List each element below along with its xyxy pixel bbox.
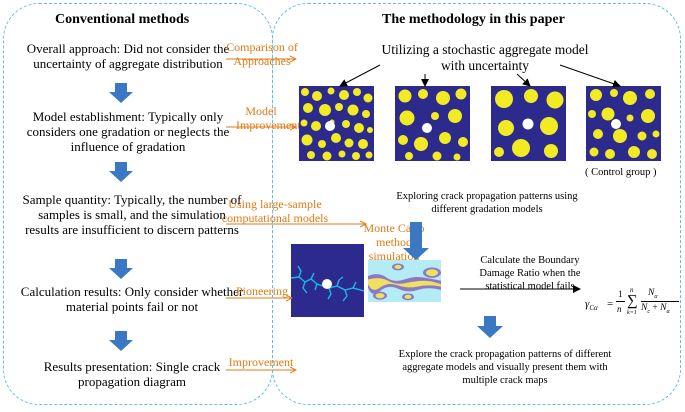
item-model-establishment: Model establishment: Typically only cons… — [26, 109, 230, 154]
link-comparison: Comparison of Approaches — [226, 40, 298, 68]
monte-carlo-image — [368, 260, 441, 302]
monte-carlo-label: Monte Carlo method simulation — [363, 221, 425, 263]
link-improvement: Improvement — [228, 355, 294, 369]
link-large-sample: Using large-sample computational models — [221, 197, 329, 225]
aggregate-model-1 — [299, 86, 374, 161]
explore-text: Explore the crack propagation patterns o… — [398, 349, 612, 386]
control-group-label: ( Control group ) — [585, 167, 657, 178]
aggregate-model-2 — [395, 86, 470, 161]
conventional-title: Conventional methods — [55, 12, 190, 27]
link-pioneering: Pioneering — [236, 284, 288, 298]
link-model-improvement: Model Improvement — [236, 104, 301, 132]
aggregate-model-3 — [491, 86, 566, 161]
down-arrows-left — [109, 83, 133, 351]
stochastic-model-label: Utilizing a stochastic aggregate model w… — [381, 42, 589, 73]
item-overall-approach: Overall approach: Did not consider the u… — [26, 41, 230, 71]
item-calculation-results: Calculation results: Only consider wheth… — [20, 284, 244, 314]
boundary-damage-formula: γCα = 1 n n ∑ k=1 Nα Nc + Nα — [585, 286, 683, 320]
calculate-text: Calculate the Boundary Damage Ratio when… — [479, 255, 581, 292]
aggregate-model-4 — [586, 86, 661, 161]
item-results-presentation: Results presentation: Single crack propa… — [43, 359, 221, 389]
crack-map-image — [291, 244, 364, 317]
methodology-title: The methodology in this paper — [382, 12, 565, 27]
down-arrows-right — [403, 222, 503, 338]
methodology-panel — [272, 3, 681, 405]
exploring-text: Exploring crack propagation patterns usi… — [396, 191, 578, 215]
item-sample-quantity: Sample quantity: Typically, the number o… — [22, 192, 242, 237]
